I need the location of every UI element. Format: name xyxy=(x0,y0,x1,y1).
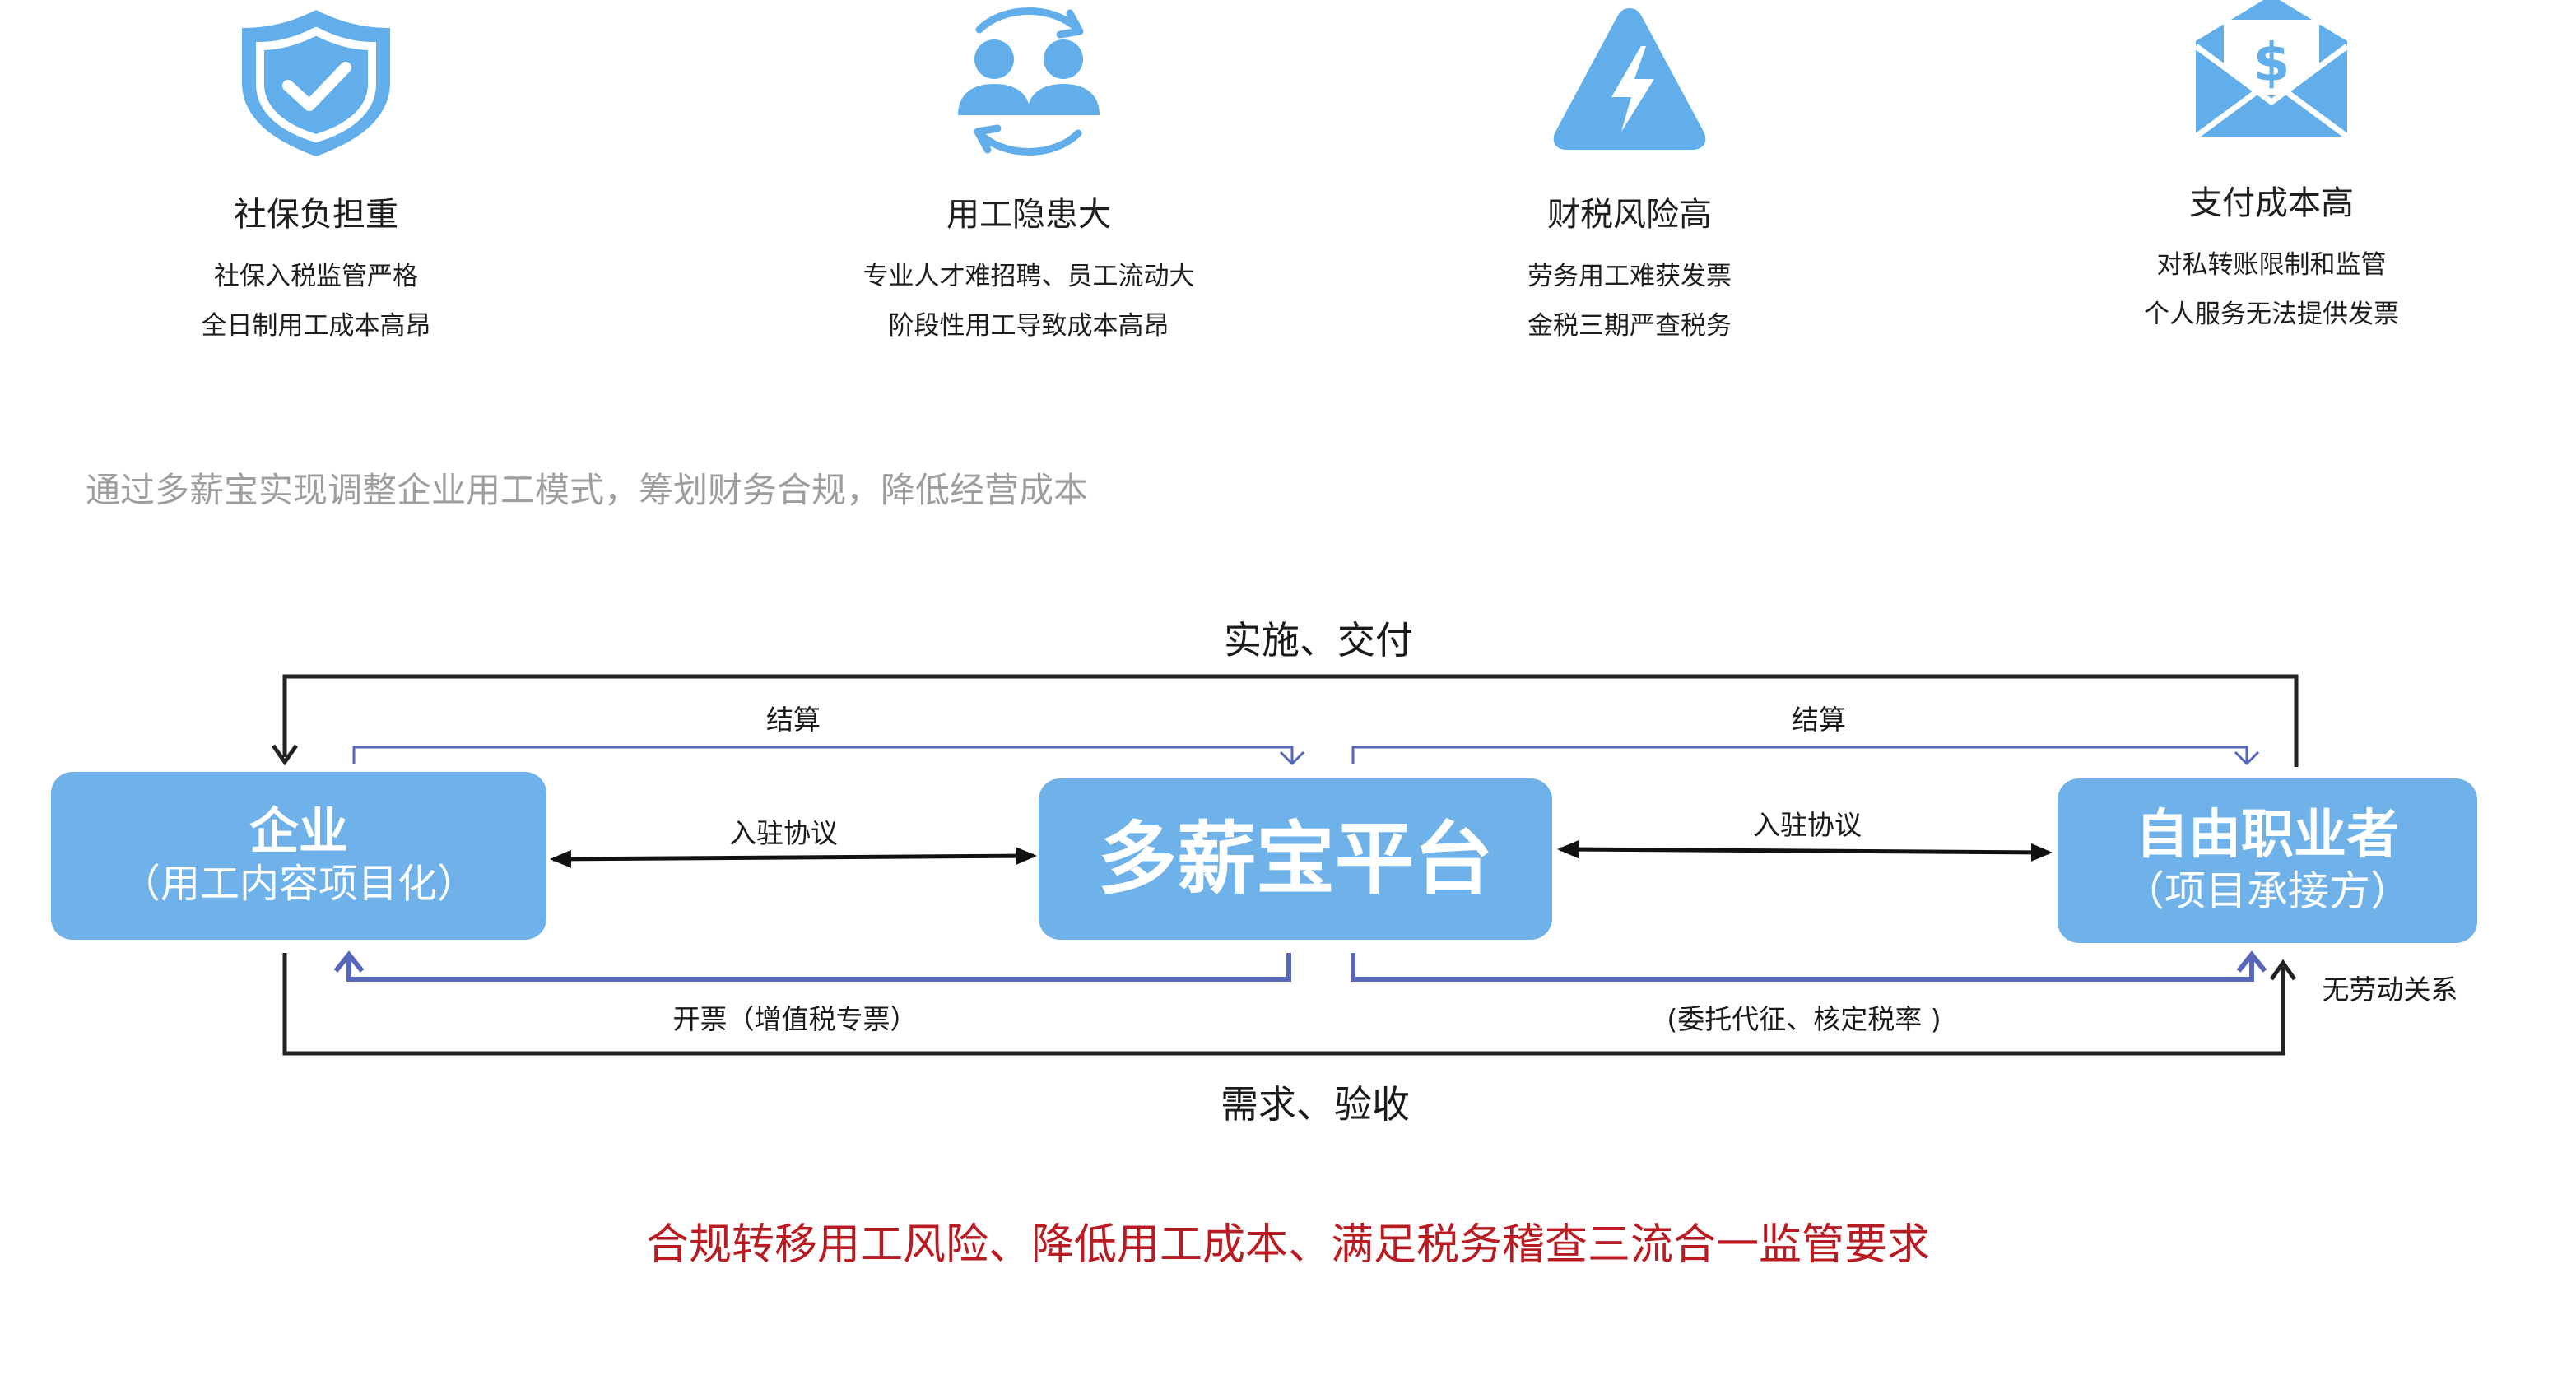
pain-point-payment: $ 支付成本高 对私转账限制和监管 个人服务无法提供发票 xyxy=(2008,0,2535,339)
pain-point-title: 用工隐患大 xyxy=(946,196,1111,234)
pain-point-finance-tax: 财税风险高 劳务用工难获发票 金税三期严查税务 xyxy=(1366,0,1893,351)
settle-left-arrowhead xyxy=(1279,750,1305,766)
pain-point-line: 阶段性用工导致成本高昂 xyxy=(888,311,1169,341)
enterprise-node-subtitle: （用工内容项目化） xyxy=(120,860,477,907)
settle-left-label: 结算 xyxy=(766,704,821,736)
pain-point-title: 社保负担重 xyxy=(234,196,398,234)
freelancer-node: 自由职业者 （项目承接方） xyxy=(2058,778,2477,943)
invoice-label: 开票（增值税专票） xyxy=(672,1003,918,1035)
delivery-arrowhead xyxy=(271,744,299,766)
agreement-left-arrow xyxy=(550,847,1037,868)
pain-point-line: 全日制用工成本高昂 xyxy=(201,311,431,341)
platform-node: 多薪宝平台 xyxy=(1039,778,1552,940)
enterprise-node: 企业 （用工内容项目化） xyxy=(51,772,546,940)
pain-point-social-security: 社保负担重 社保入税监管严格 全日制用工成本高昂 xyxy=(53,0,579,351)
pain-point-line: 对私转账限制和监管 xyxy=(2156,250,2387,280)
pain-point-title: 支付成本高 xyxy=(2189,184,2354,222)
pain-point-employment: 用工隐患大 专业人才难招聘、员工流动大 阶段性用工导致成本高昂 xyxy=(765,0,1292,351)
settle-right-line xyxy=(1351,746,2248,764)
no-labor-relation-label: 无劳动关系 xyxy=(2322,973,2458,1006)
freelancer-node-title: 自由职业者 xyxy=(2136,805,2399,867)
platform-node-title: 多薪宝平台 xyxy=(1098,812,1493,905)
warning-lightning-icon xyxy=(1539,0,1720,165)
requirement-label: 需求、验收 xyxy=(1221,1082,1410,1127)
envelope-dollar-icon: $ xyxy=(2181,0,2362,153)
requirement-line xyxy=(282,953,2285,1056)
requirement-arrowhead xyxy=(2269,959,2297,981)
shield-check-icon xyxy=(226,0,407,165)
pain-point-line: 金税三期严查税务 xyxy=(1527,311,1732,341)
pain-point-title: 财税风险高 xyxy=(1547,196,1712,234)
agreement-right-arrow xyxy=(1557,840,2053,862)
people-exchange-icon xyxy=(938,0,1119,165)
enterprise-node-title: 企业 xyxy=(249,802,348,861)
pain-point-line: 个人服务无法提供发票 xyxy=(2144,300,2399,329)
freelancer-node-subtitle: （项目承接方） xyxy=(2123,867,2411,915)
tax-label: (委托代征、核定税率 ) xyxy=(1667,1003,1941,1035)
settle-right-arrowhead xyxy=(2234,750,2260,766)
tax-line xyxy=(1351,953,2254,982)
agreement-left-label: 入驻协议 xyxy=(729,817,838,849)
delivery-line xyxy=(282,674,2299,767)
conclusion-text: 合规转移用工风险、降低用工成本、满足税务稽查三流合一监管要求 xyxy=(645,1220,1930,1270)
settle-right-label: 结算 xyxy=(1792,704,1846,736)
invoice-line xyxy=(346,953,1291,982)
page-subtitle: 通过多薪宝实现调整企业用工模式，筹划财务合规，降低经营成本 xyxy=(86,470,1089,510)
settle-left-line xyxy=(352,746,1294,764)
invoice-arrowhead xyxy=(333,950,365,973)
pain-point-line: 劳务用工难获发票 xyxy=(1527,262,1732,291)
delivery-label: 实施、交付 xyxy=(1224,618,1413,662)
tax-arrowhead xyxy=(2236,950,2267,973)
pain-point-line: 专业人才难招聘、员工流动大 xyxy=(863,262,1195,291)
agreement-right-label: 入驻协议 xyxy=(1753,809,1862,841)
pain-point-line: 社保入税监管严格 xyxy=(214,262,418,291)
svg-text:$: $ xyxy=(2253,33,2290,94)
